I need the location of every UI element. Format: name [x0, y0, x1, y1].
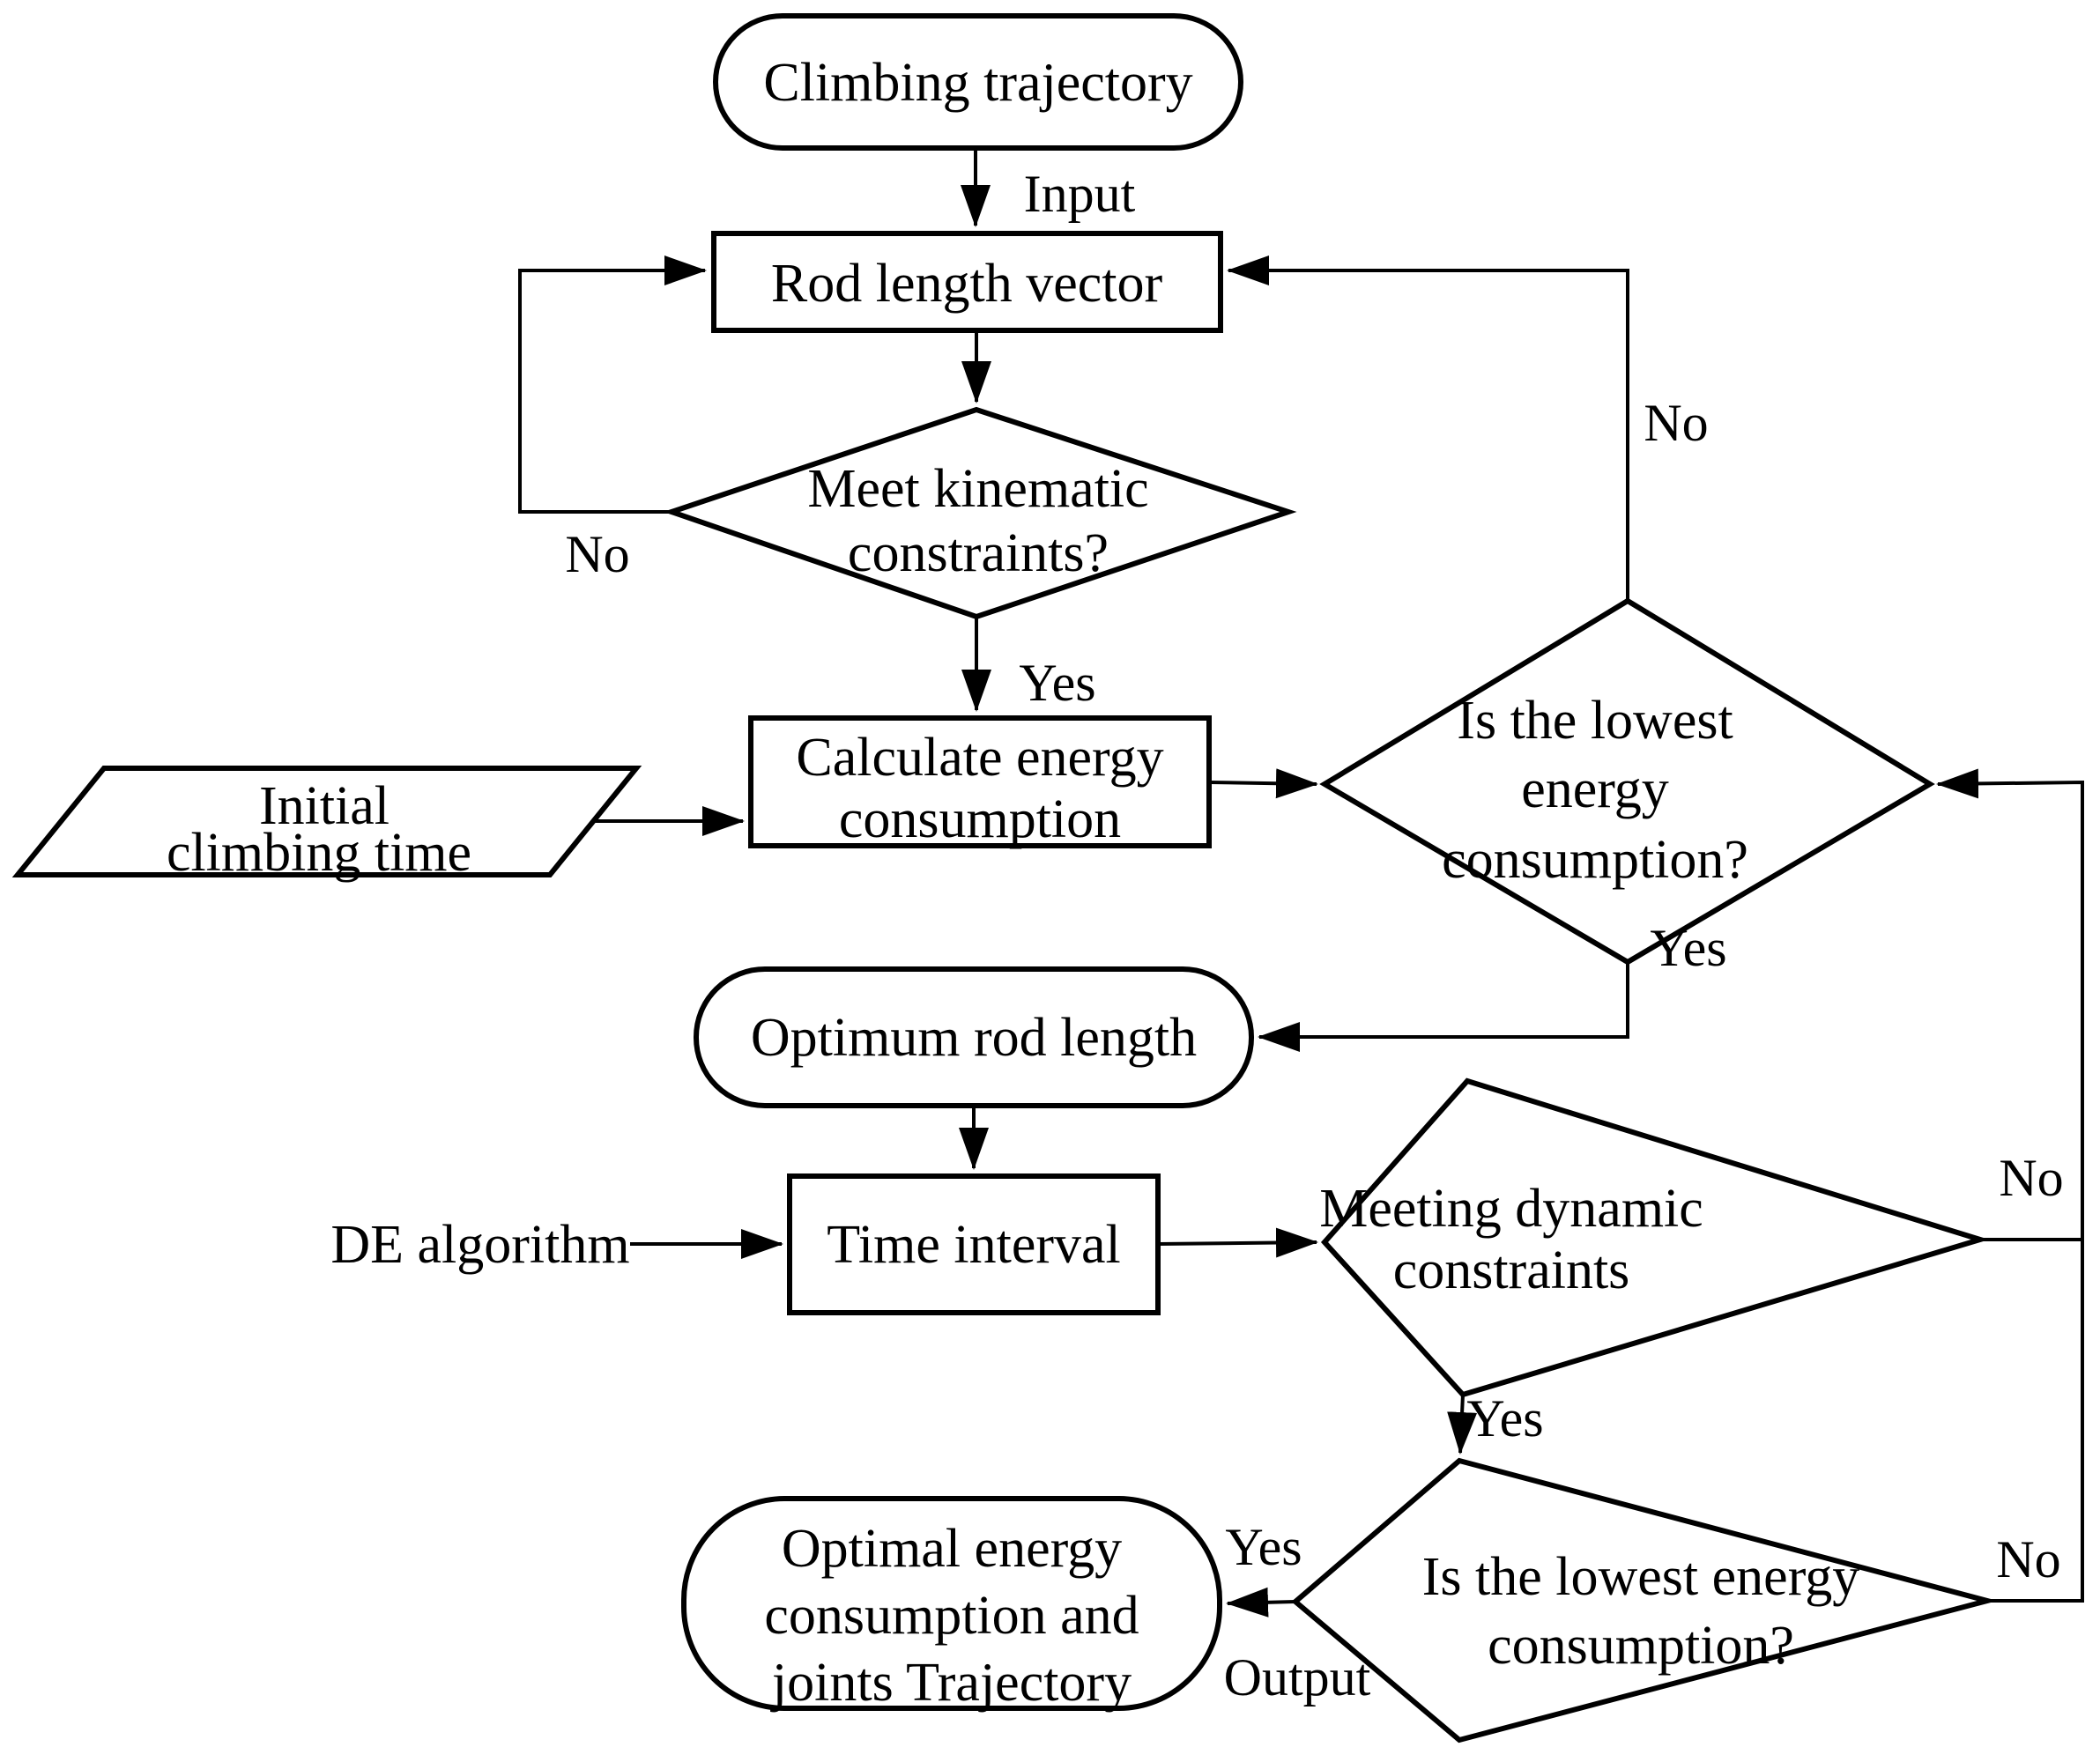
edge-lowest2-yes-output-arrow	[1226, 1587, 1296, 1618]
node-meeting-dynamic-line2: constraints	[1393, 1240, 1630, 1300]
edge-lowest1-yes-arrow	[1258, 962, 1629, 1052]
node-de-algorithm-label: DE algorithm	[330, 1215, 629, 1275]
edge-labels: Input No Yes No Yes No Yes Yes Output No	[565, 165, 2063, 1706]
node-optimal-output-line2: consumption and	[764, 1586, 1139, 1646]
node-lowest-energy-2-line2: consumption?	[1488, 1616, 1794, 1676]
label-yes-dynamic: Yes	[1466, 1389, 1543, 1447]
node-meeting-dynamic-line1: Meeting dynamic	[1319, 1179, 1703, 1239]
node-lowest-energy-2-line1: Is the lowest energy	[1422, 1547, 1859, 1607]
label-input: Input	[1024, 165, 1136, 223]
node-rod-length-vector	[711, 231, 1223, 333]
edges	[518, 148, 2084, 1618]
label-output: Output	[1224, 1648, 1371, 1706]
label-yes-kinematic: Yes	[1019, 654, 1095, 712]
node-meet-kinematic-decision	[663, 406, 1297, 620]
node-rod-length-vector-label: Rod length vector	[771, 254, 1163, 314]
node-climbing-trajectory	[713, 13, 1243, 151]
node-lowest-energy-1-line3: consumption?	[1442, 830, 1748, 890]
node-lowest-energy-1-line1: Is the lowest	[1457, 691, 1733, 751]
label-yes-lowest1: Yes	[1650, 919, 1726, 977]
edge-calculate-to-lowest1-arrow	[1208, 768, 1318, 799]
node-meeting-dynamic-decision	[1320, 1077, 1990, 1398]
edge-kinematic-no-loop-arrow	[518, 255, 707, 514]
node-optimal-output-line1: Optimal energy	[782, 1519, 1122, 1579]
edge-time-to-dynamic-arrow	[1157, 1227, 1318, 1258]
label-no-lowest1: No	[1644, 394, 1708, 452]
node-lowest-energy-1-line2: energy	[1521, 759, 1669, 819]
node-calculate-energy-line2: consumption	[839, 789, 1121, 849]
node-initial-climbing-time-parallelogram	[11, 766, 642, 877]
node-time-interval-label: Time interval	[827, 1215, 1121, 1275]
edge-right-rail-return-arrow	[1936, 768, 2084, 1603]
node-optimal-output-line3: joints Trajectory	[770, 1653, 1132, 1713]
edge-lowest1-no-loop-arrow	[1227, 255, 1629, 601]
node-optimum-rod-length-label: Optimum rod length	[751, 1008, 1197, 1068]
label-no-kinematic: No	[565, 525, 629, 583]
node-time-interval	[787, 1173, 1161, 1315]
node-climbing-trajectory-label: Climbing trajectory	[763, 53, 1192, 113]
label-no-dynamic: No	[1999, 1149, 2063, 1207]
label-yes-lowest2: Yes	[1225, 1518, 1302, 1576]
nodes: Climbing trajectory Rod length vector Me…	[11, 13, 1998, 1743]
node-optimum-rod-length	[694, 966, 1254, 1108]
edge-dynamic-yes-arrow	[1447, 1394, 1478, 1455]
node-lowest-energy-2-decision	[1291, 1457, 1998, 1743]
node-calculate-energy	[748, 715, 1212, 848]
node-meet-kinematic-line2: constraints?	[848, 523, 1109, 583]
node-meet-kinematic-line1: Meet kinematic	[807, 459, 1148, 519]
node-optimal-output-terminator	[681, 1496, 1222, 1711]
node-lowest-energy-1-decision	[1319, 597, 1935, 966]
label-no-lowest2: No	[1996, 1530, 2060, 1588]
node-calculate-energy-line1: Calculate energy	[796, 728, 1163, 788]
node-initial-climbing-time-line2: climbing time	[167, 823, 471, 883]
node-initial-climbing-time-line1: Initial	[259, 776, 390, 836]
